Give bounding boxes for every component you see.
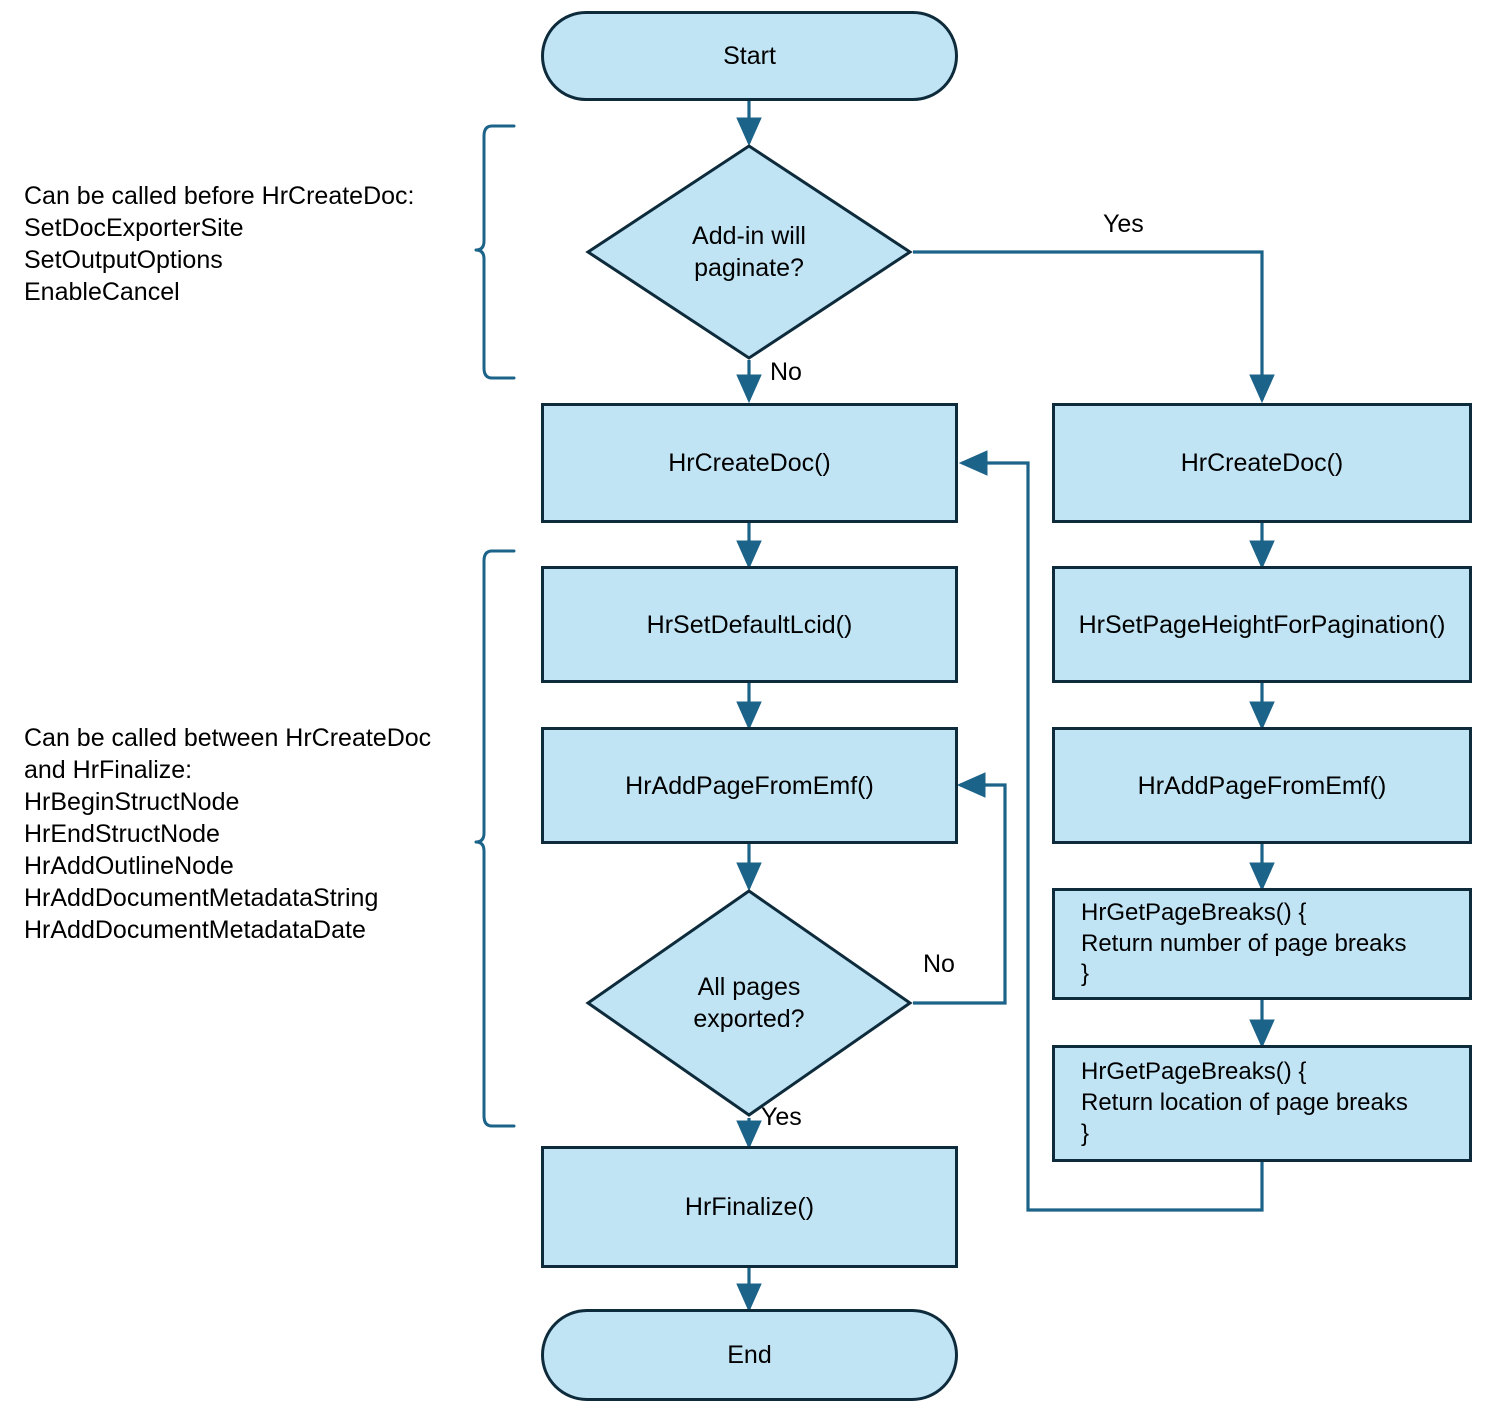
node-add-page-from-emf-right[interactable]: HrAddPageFromEmf() xyxy=(1052,727,1472,844)
node-start[interactable]: Start xyxy=(541,11,958,101)
note-before-createdoc: Can be called before HrCreateDoc: SetDoc… xyxy=(24,182,415,306)
node-finalize[interactable]: HrFinalize() xyxy=(541,1146,958,1268)
node-set-page-height-for-pagination[interactable]: HrSetPageHeightForPagination() xyxy=(1052,566,1472,683)
node-add-page-from-emf-left[interactable]: HrAddPageFromEmf() xyxy=(541,727,958,844)
edge-paginate-yes xyxy=(913,250,1275,404)
edge-label-all-pages-yes: Yes xyxy=(761,1103,802,1131)
diamond-shape-all-pages xyxy=(585,889,913,1117)
edge-label-all-pages-no: No xyxy=(923,950,955,978)
node-decision-all-pages-label: All pages exported? xyxy=(693,973,805,1033)
node-decision-paginate-label: Add-in will paginate? xyxy=(692,222,806,282)
diamond-shape-paginate xyxy=(585,144,913,360)
edge-label-paginate-yes: Yes xyxy=(1103,210,1144,238)
bracket-before-createdoc xyxy=(474,124,516,380)
node-end[interactable]: End xyxy=(541,1309,958,1401)
node-decision-paginate[interactable]: Add-in will paginate? xyxy=(585,143,913,361)
node-get-page-breaks-location[interactable]: HrGetPageBreaks() { Return location of p… xyxy=(1052,1045,1472,1162)
node-create-doc-left[interactable]: HrCreateDoc() xyxy=(541,403,958,523)
node-decision-all-pages[interactable]: All pages exported? xyxy=(585,888,913,1118)
note-between-createdoc-finalize: Can be called between HrCreateDoc and Hr… xyxy=(24,724,432,944)
node-get-page-breaks-count[interactable]: HrGetPageBreaks() { Return number of pag… xyxy=(1052,888,1472,1000)
node-set-default-lcid[interactable]: HrSetDefaultLcid() xyxy=(541,566,958,683)
edge-label-paginate-no: No xyxy=(770,358,802,386)
node-create-doc-right[interactable]: HrCreateDoc() xyxy=(1052,403,1472,523)
